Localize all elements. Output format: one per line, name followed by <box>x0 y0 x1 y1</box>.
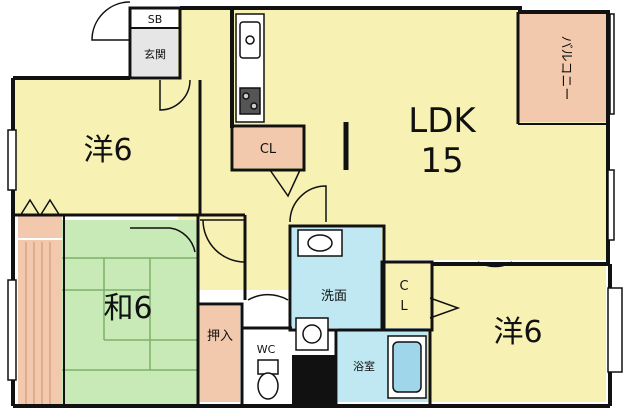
bathtub <box>387 335 427 399</box>
youshitsu-left-label: 洋6 <box>83 133 132 168</box>
toilet <box>257 359 279 400</box>
cl-right-label-top: C <box>399 279 408 294</box>
balcony-label: バルコニー <box>558 36 573 101</box>
balcony-floor <box>518 14 606 122</box>
pipe-space <box>292 355 336 406</box>
kitchen-counter <box>235 13 265 123</box>
genkan-floor <box>132 28 178 76</box>
ldk-name-label: LDK <box>408 101 477 141</box>
ldk-size-label: 15 <box>420 141 463 181</box>
washitsu-floor <box>62 220 197 405</box>
engawa-stripes <box>25 242 51 404</box>
cl-kitchen-floor <box>234 128 304 168</box>
cl-kitchen-label: CL <box>260 142 277 157</box>
tatami-pattern <box>62 257 197 371</box>
engawa-floor <box>18 240 62 406</box>
oshiire-floor <box>198 306 240 402</box>
door-swings <box>19 1 513 319</box>
sb-label: SB <box>148 13 163 26</box>
sb-floor <box>132 10 178 28</box>
genkan-label: 玄関 <box>144 47 166 61</box>
senmen-label: 洗面 <box>321 289 347 304</box>
cl-right-floor <box>382 262 430 328</box>
shoe-closet <box>18 216 62 238</box>
cl-right-label-bottom: L <box>400 299 408 314</box>
washing-machine <box>295 317 329 351</box>
washitsu-label: 和6 <box>103 291 152 326</box>
oshiire-label: 押入 <box>207 329 233 344</box>
washbasin <box>297 229 343 257</box>
room-labels: SB 玄関 洋6 LDK 15 CL バルコニー 和6 押入 WC 洗面 浴室 … <box>83 13 573 373</box>
yokushitsu-label: 浴室 <box>353 359 375 373</box>
windows <box>7 13 623 381</box>
youshitsu-left-floor <box>15 80 200 215</box>
youshitsu-right-label: 洋6 <box>493 315 542 350</box>
room-fills <box>15 10 606 406</box>
wc-label: WC <box>257 343 276 356</box>
